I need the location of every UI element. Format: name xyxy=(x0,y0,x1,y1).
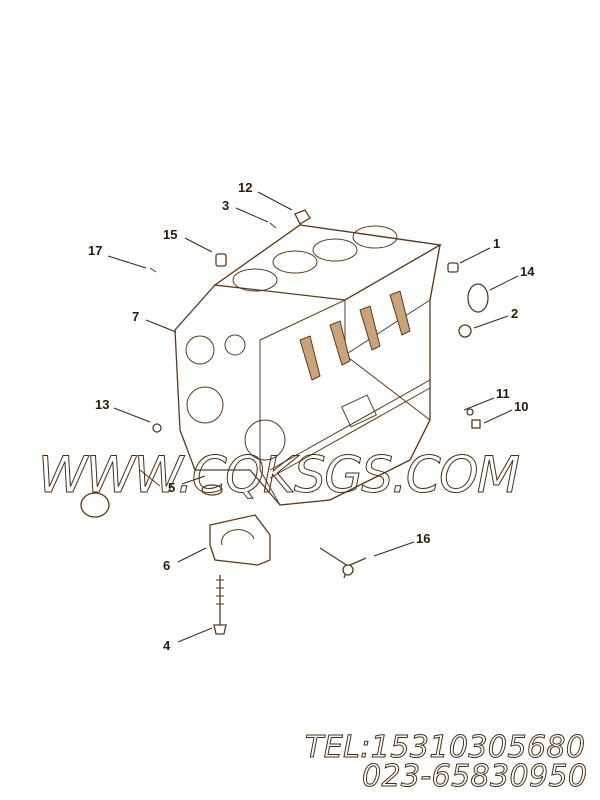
leader-11 xyxy=(463,397,495,411)
leader-17 xyxy=(107,255,147,269)
callout-6: 6 xyxy=(163,558,170,573)
leader-10 xyxy=(483,409,513,424)
leader-14 xyxy=(489,275,519,291)
callout-15: 15 xyxy=(163,227,177,242)
watermark-site: WWW.CQKSGS.COM xyxy=(38,446,520,504)
callout-14: 14 xyxy=(520,264,535,279)
leader-1 xyxy=(459,247,491,264)
callout-2: 2 xyxy=(511,306,518,321)
callout-17: 17 xyxy=(88,243,102,258)
leader-13 xyxy=(113,407,151,423)
callout-11: 11 xyxy=(496,386,510,401)
callout-1: 1 xyxy=(493,236,500,251)
callout-13: 13 xyxy=(95,397,109,412)
leader-4 xyxy=(177,627,213,643)
callout-4: 4 xyxy=(163,638,171,653)
callout-5: 5 xyxy=(168,480,175,495)
small-parts xyxy=(80,209,489,635)
callout-12: 12 xyxy=(238,180,252,195)
leader-5 xyxy=(181,475,206,485)
leader-7 xyxy=(145,319,177,333)
leader-2 xyxy=(473,315,509,329)
callout-7: 7 xyxy=(132,309,139,324)
callouts: 12 3 15 17 1 14 2 7 13 11 10 5 6 16 4 xyxy=(88,180,535,653)
leader-3 xyxy=(235,207,269,223)
cylinder-block xyxy=(174,224,442,506)
watermark-phone: 023-65830950 xyxy=(362,759,587,794)
leader-6 xyxy=(177,547,207,563)
watermark-tel: TEL:15310305680 xyxy=(305,730,585,765)
callout-10: 10 xyxy=(514,399,528,414)
callout-3: 3 xyxy=(222,198,229,213)
callout-16: 16 xyxy=(416,531,430,546)
leader-16 xyxy=(373,541,415,557)
leader-15 xyxy=(184,237,213,253)
leader-12 xyxy=(257,191,293,211)
